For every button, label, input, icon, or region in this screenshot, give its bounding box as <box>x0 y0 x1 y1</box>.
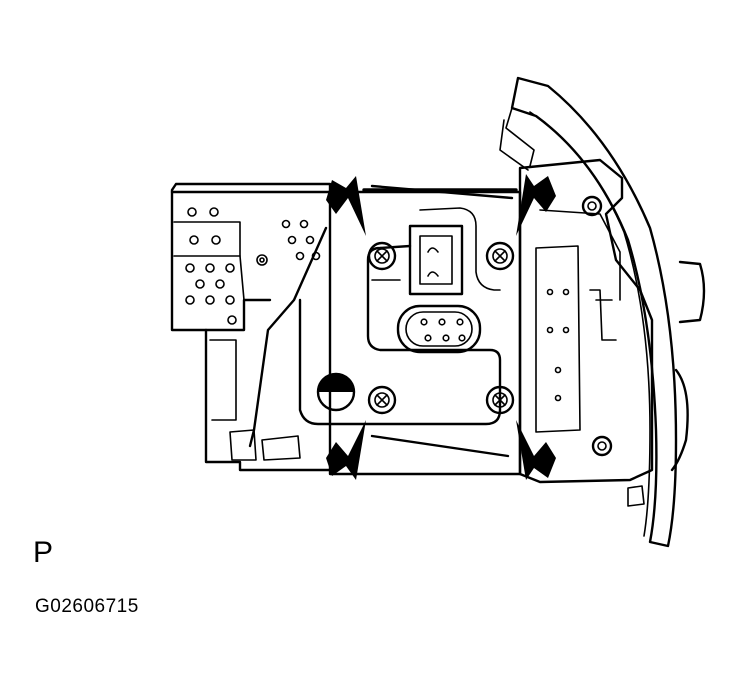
figure-code: G02606715 <box>35 596 139 617</box>
arrow-top-left-icon <box>326 176 366 236</box>
left-frame <box>170 182 332 472</box>
curved-housing <box>499 76 706 548</box>
right-bracket <box>518 158 654 484</box>
bracket-screw-top-icon <box>581 195 603 217</box>
bolt-bottom-left-icon <box>367 385 397 415</box>
bolt-bottom-right-icon <box>485 385 515 415</box>
bolt-top-right-icon <box>485 241 515 271</box>
arrow-bottom-right-icon <box>516 420 556 480</box>
latch-block <box>408 224 464 296</box>
view-letter: P <box>33 536 54 569</box>
arrow-top-right-icon <box>516 174 556 236</box>
arrow-bottom-left-icon <box>326 420 366 480</box>
oval-receptacle <box>396 304 482 354</box>
round-port <box>316 372 356 412</box>
bolt-top-left-icon <box>367 241 397 271</box>
bracket-screw-bottom-icon <box>591 435 613 457</box>
